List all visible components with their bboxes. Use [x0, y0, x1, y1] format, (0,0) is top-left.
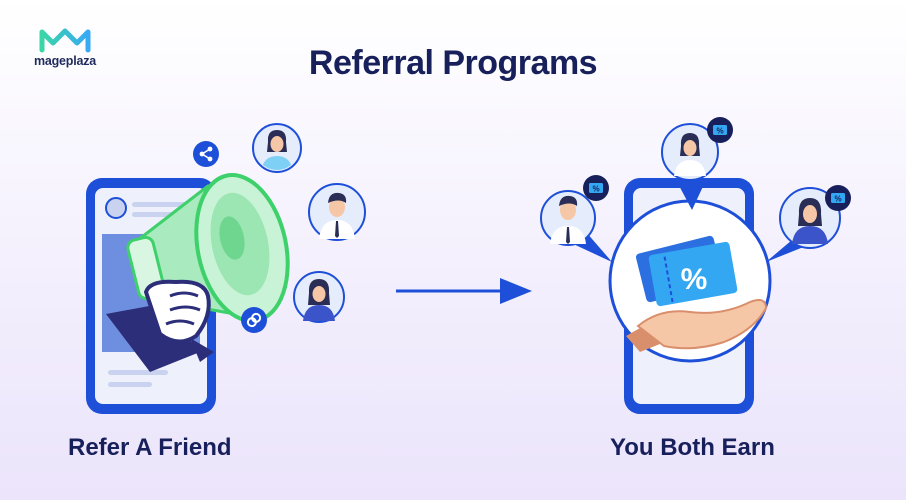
caption-refer-a-friend: Refer A Friend: [68, 434, 232, 461]
coupon-icon: %: [635, 235, 738, 307]
woman-avatar: [766, 187, 841, 262]
woman-avatar: [293, 271, 345, 323]
discount-badge-icon: %: [825, 185, 851, 211]
link-icon: [241, 307, 267, 333]
discount-badge-icon: %: [583, 175, 609, 201]
brand-name: mageplaza: [33, 54, 97, 68]
caption-you-both-earn: You Both Earn: [610, 434, 775, 461]
svg-text:%: %: [834, 195, 841, 204]
hand-icon: [626, 299, 768, 352]
arrow-right-icon: [396, 278, 532, 304]
svg-text:%: %: [716, 127, 723, 136]
woman-avatar: [252, 123, 302, 173]
megaphone-icon: [126, 173, 290, 323]
page-title: Referral Programs: [308, 44, 598, 82]
discount-badge-icon: %: [707, 117, 733, 143]
svg-text:%: %: [592, 185, 599, 194]
woman-avatar: [661, 123, 719, 210]
man-avatar: [308, 183, 366, 241]
coupon-percent: %: [681, 263, 708, 296]
brand-logo: mageplaza: [20, 26, 110, 76]
mageplaza-logo-icon: [39, 28, 91, 53]
share-icon: [193, 141, 219, 167]
hand-icon: [106, 279, 214, 372]
man-avatar: [540, 190, 612, 262]
